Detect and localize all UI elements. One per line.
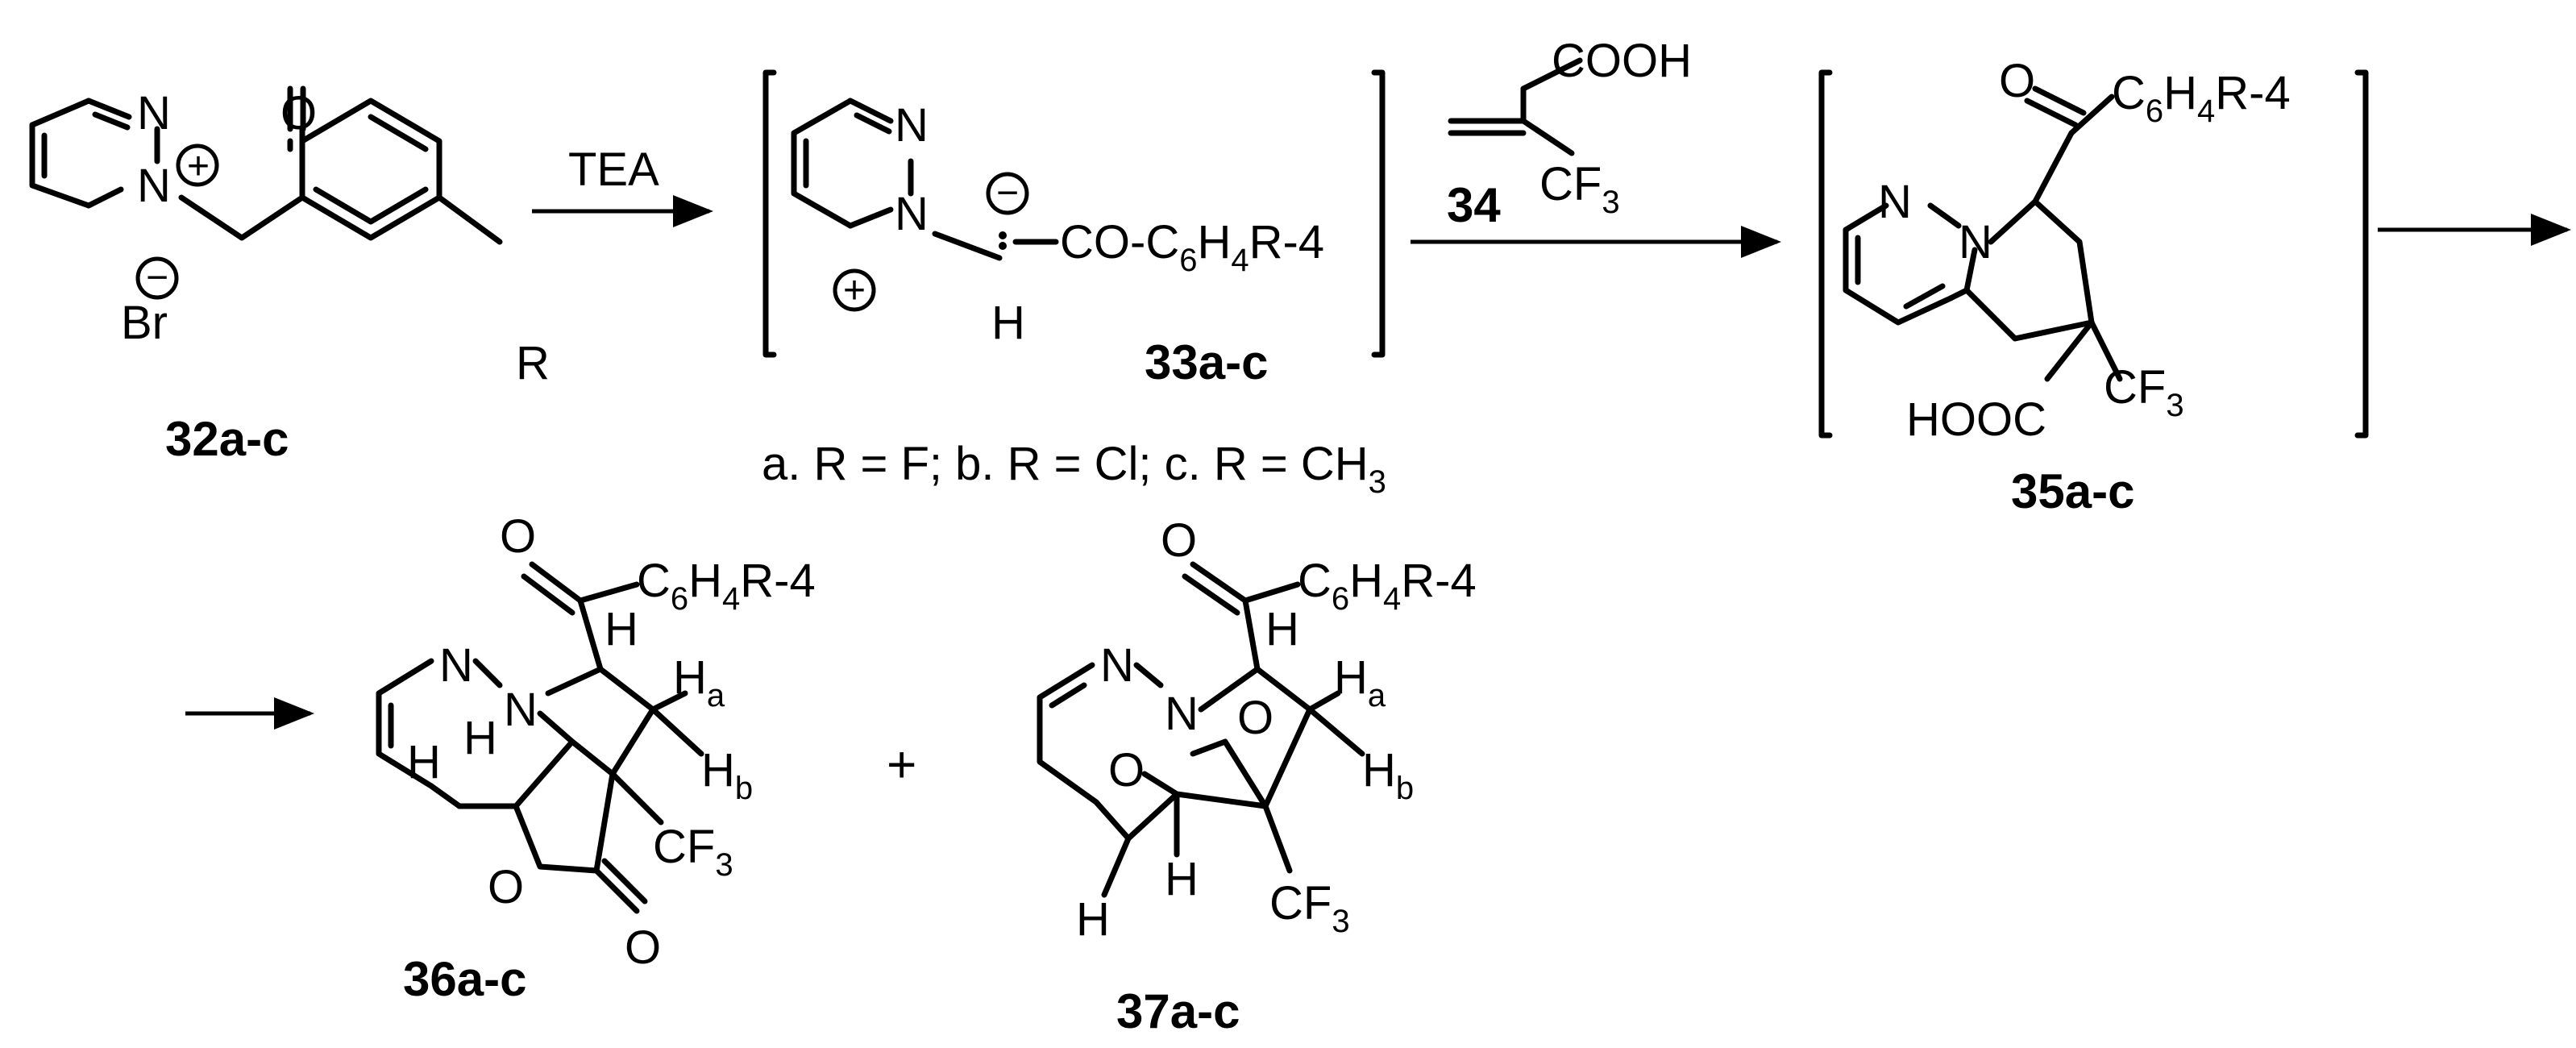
group-cf3: CF3 — [1539, 158, 1620, 220]
substituent-aryl: C6H4R-4 — [1298, 555, 1477, 617]
compound-label-34: 34 — [1447, 178, 1501, 232]
charge-plus: + — [187, 145, 210, 188]
charge-plus: + — [843, 269, 866, 312]
atom-o: O — [500, 510, 536, 563]
negative-charge-icon — [986, 172, 1029, 215]
compound-32: N N + − Br O R 32a-c — [29, 85, 550, 466]
atom-n: N — [895, 99, 929, 152]
compound-34: COOH CF3 34 — [1447, 35, 1692, 232]
atom-o: O — [1108, 744, 1145, 796]
substituent-aryl: C6H4R-4 — [2112, 67, 2291, 129]
plus-sign: + — [887, 735, 916, 793]
atom-h: H — [407, 736, 441, 788]
charge-minus: − — [146, 256, 168, 299]
substituent-aryl-ketone: CO-C6H4R-4 — [1060, 216, 1324, 278]
group-cf3: CF3 — [2104, 361, 2184, 423]
atom-ha: Ha — [673, 651, 725, 713]
atom-n: N — [1165, 688, 1199, 740]
atom-h: H — [463, 712, 497, 764]
atom-o: O — [1999, 55, 2035, 107]
atom-hb: Hb — [701, 744, 753, 806]
compound-36: N N O C6H4R-4 H Ha Hb H H CF3 O O 36a-c — [376, 510, 816, 1006]
atom-n: N — [1959, 216, 1992, 268]
atom-r: R — [516, 337, 550, 389]
atom-h: H — [605, 603, 638, 655]
atom-n-plus: N — [137, 160, 171, 212]
atom-hb: Hb — [1362, 744, 1414, 806]
atom-n: N — [439, 639, 473, 692]
substituent-note: a. R = F; b. R = Cl; c. R = CH3 — [762, 438, 1386, 500]
group-cf3: CF3 — [653, 821, 733, 883]
compound-label-37: 37a-c — [1116, 984, 1240, 1038]
atom-n: N — [1100, 639, 1134, 692]
positive-charge-icon — [833, 268, 876, 312]
compound-33: N N + − H CO-C6H4R-4 33a-c — [762, 69, 1386, 389]
compound-label-36: 36a-c — [403, 952, 526, 1006]
group-cooh: COOH — [1552, 35, 1692, 87]
substituent-aryl: C6H4R-4 — [637, 555, 816, 617]
group-hooc: HOOC — [1906, 393, 2046, 446]
atom-n: N — [504, 684, 538, 736]
compound-label-32: 32a-c — [165, 412, 289, 466]
compound-label-35: 35a-c — [2011, 464, 2134, 518]
compound-37: N N O C6H4R-4 H Ha Hb H H CF3 O O 37a-c — [1037, 514, 1477, 1038]
atom-ha: Ha — [1334, 651, 1386, 713]
arrow-tea: TEA — [532, 143, 713, 227]
atom-o: O — [625, 921, 661, 974]
atom-h: H — [1165, 853, 1199, 905]
positive-charge-icon — [176, 143, 219, 187]
group-cf3: CF3 — [1269, 877, 1350, 939]
atom-o: O — [488, 861, 524, 913]
atom-n: N — [1878, 176, 1912, 228]
atom-h: H — [991, 297, 1025, 349]
atom-br: Br — [121, 297, 168, 349]
negative-charge-icon — [135, 256, 179, 300]
atom-n: N — [895, 188, 929, 240]
charge-minus: − — [996, 172, 1019, 214]
compound-35: N N O C6H4R-4 HOOC CF3 35a-c — [1818, 55, 2369, 518]
atom-h: H — [1076, 893, 1110, 946]
atom-h: H — [1265, 603, 1299, 655]
atom-o: O — [280, 87, 317, 139]
atom-o: O — [1161, 514, 1197, 567]
atom-o: O — [1237, 692, 1273, 744]
compound-label-33: 33a-c — [1145, 335, 1268, 389]
reagent-tea: TEA — [568, 143, 659, 196]
atom-n: N — [137, 87, 171, 139]
